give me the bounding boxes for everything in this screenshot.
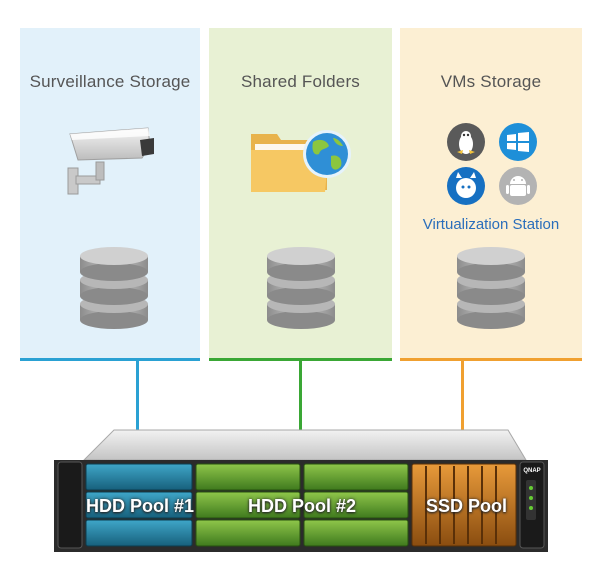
shared-folders-panel: Shared Folders [209,28,392,361]
virtualization-station-label: Virtualization Station [422,216,560,233]
ssd-pool-label: SSD Pool [426,496,508,516]
hdd-pool-1-label: HDD Pool #1 [86,496,195,516]
hdd-pool-2-bays [195,463,409,547]
camera-icon [67,127,154,195]
vms-storage-title: VMs Storage [440,72,542,91]
surveillance-connector [136,359,139,465]
vms-connector [461,359,464,465]
surveillance-storage-panel: Surveillance Storage [20,28,200,361]
nas-server: QNAP [54,429,548,552]
shared-connector [299,359,302,465]
freebsd-icon [447,167,485,205]
os-icons-group [447,123,537,205]
hdd-pool-2-label: HDD Pool #2 [248,496,357,516]
database-icon [457,247,525,329]
linux-icon [447,123,485,161]
database-icon [80,247,148,329]
hdd-pool-1-bays [85,463,193,547]
shared-folders-title: Shared Folders [240,72,361,91]
vms-storage-panel: VMs Storage Virtualization Statio [400,28,582,361]
brand-logo: QNAP [523,468,540,474]
windows-icon [499,123,537,161]
android-icon [499,167,537,205]
database-icon [267,247,335,329]
surveillance-storage-title: Surveillance Storage [29,72,191,91]
folder-globe-icon [251,130,351,192]
ssd-pool-bays [411,463,517,547]
